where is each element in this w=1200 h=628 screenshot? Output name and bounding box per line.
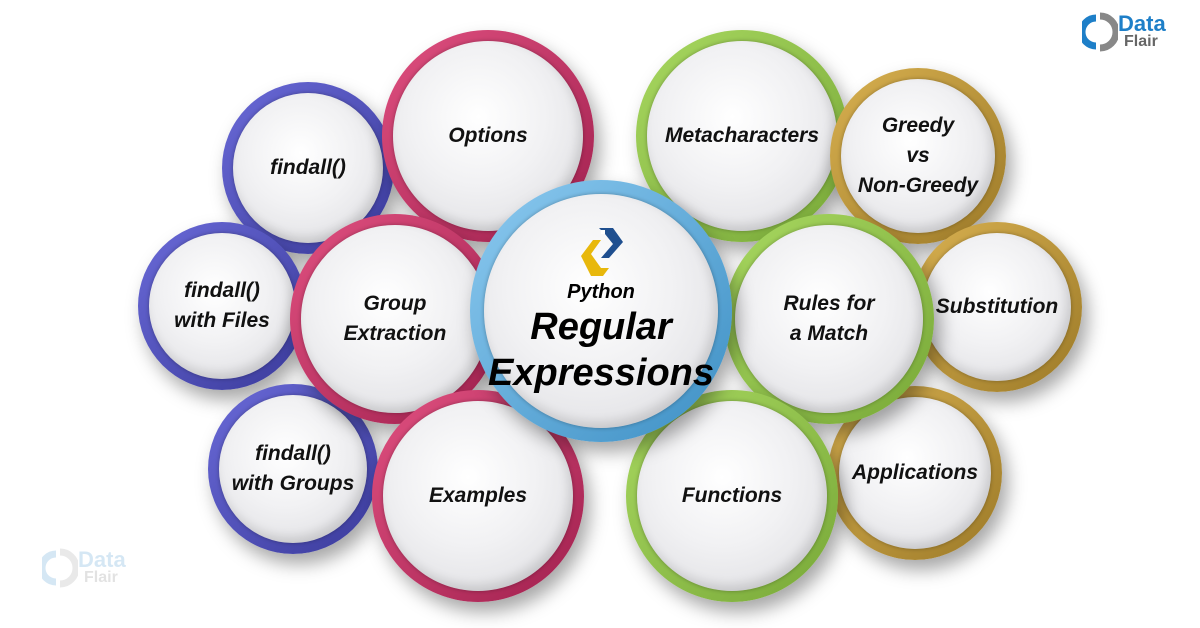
watermark-logo: Data Flair: [42, 548, 126, 588]
node-findall: findall(): [222, 82, 394, 254]
node-functions: Functions: [626, 390, 838, 602]
center-node: Python Regular Expressions: [470, 180, 732, 442]
node-label: Metacharacters: [664, 124, 820, 147]
node-label: Extraction: [343, 322, 447, 345]
dataflair-logo-icon: [1082, 12, 1118, 52]
node-rules-for-a-match: Rules for a Match: [724, 214, 934, 424]
node-label: a Match: [789, 322, 869, 345]
node-label: Applications: [851, 461, 978, 484]
watermark-text-flair: Flair: [84, 569, 118, 586]
node-applications: Applications: [828, 386, 1002, 560]
node-label: findall(): [270, 156, 346, 179]
node-label: Non-Greedy: [857, 174, 979, 197]
center-title-line1: Regular: [530, 306, 672, 348]
watermark-logo-icon: [42, 548, 78, 588]
dataflair-logo: Data Flair: [1082, 12, 1166, 52]
logo-text-data: Data: [1118, 11, 1166, 36]
node-label: Greedy: [881, 114, 955, 137]
node-label: with Groups: [231, 472, 355, 495]
node-label: findall(): [255, 442, 331, 465]
logo-text-flair: Flair: [1124, 33, 1158, 50]
node-label: Options: [448, 124, 528, 147]
node-label: Rules for: [783, 292, 875, 315]
node-label: vs: [906, 144, 930, 167]
node-examples: Examples: [372, 390, 584, 602]
node-label: findall(): [184, 279, 260, 302]
node-findall-with-files: findall() with Files: [138, 222, 306, 390]
node-label: with Files: [174, 309, 270, 332]
node-label: Functions: [681, 484, 783, 507]
node-substitution: Substitution: [912, 222, 1082, 392]
center-subtitle: Python: [567, 281, 635, 303]
node-label: Examples: [428, 484, 528, 507]
watermark-text-data: Data: [78, 547, 126, 572]
node-label: Group: [363, 292, 427, 315]
center-title-line2: Expressions: [488, 352, 714, 394]
node-findall-with-groups: findall() with Groups: [208, 384, 378, 554]
python-logo-icon: [581, 228, 623, 276]
node-label: Substitution: [935, 295, 1059, 318]
